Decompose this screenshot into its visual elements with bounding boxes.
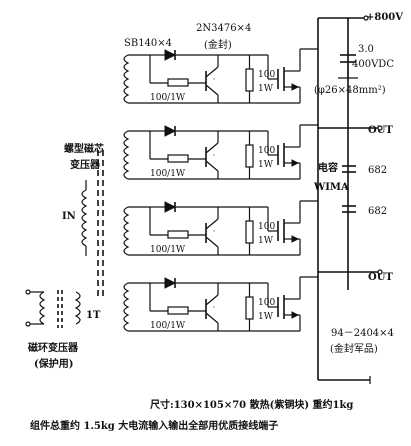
diode-label: SB140×4: [124, 38, 172, 49]
mosfet-package-label: (金封军品): [330, 342, 378, 355]
aux-transformer-secondary-coil: [74, 291, 81, 325]
stage-1-series-resistor: [167, 78, 189, 87]
aux-transformer: [25, 289, 81, 328]
vplus-terminal: [363, 15, 369, 21]
stage-4-shunt-value-label: 100: [258, 298, 275, 308]
stage-2-series-resistor-label: 100/1W: [150, 169, 186, 179]
stage-2-secondary-coil: [123, 130, 130, 180]
stage-4-secondary-coil: [123, 282, 130, 332]
stage-2-diode: [164, 125, 177, 137]
stage-3-shunt-value-label: 100: [258, 222, 275, 232]
stage-4-mosfet-arrow: [291, 311, 300, 319]
stage-1-mosfet-arrow: [291, 83, 300, 91]
footer-line: 组件总重约 1.5kg 大电流输入输出全部用优质接线端子: [30, 419, 278, 432]
stage-3-secondary-coil: [123, 206, 130, 256]
out-top-terminal: [377, 125, 383, 131]
stage-2-shunt-resistor: [245, 144, 254, 168]
main-transformer-label-line1: 螺型磁芯: [64, 142, 104, 155]
cap-682-top-label: 682: [368, 165, 387, 176]
stage-3-diode: [164, 201, 177, 213]
stage-4-series-resistor: [167, 306, 189, 315]
main-transformer-label-line2: 变压器: [70, 158, 101, 171]
cap-brand-line2: WIMA: [313, 182, 349, 193]
stage-1-shunt-power-label: 1W: [258, 84, 274, 94]
stage-2-shunt-power-label: 1W: [258, 160, 274, 170]
stage-1-shunt-value-label: 100: [258, 70, 275, 80]
stage-4-shunt-resistor: [245, 296, 254, 320]
stage-3-series-resistor-label: 100/1W: [150, 245, 186, 255]
transistor-package-label: (金封): [204, 38, 232, 51]
stage-3-series-resistor: [167, 230, 189, 239]
vplus-label: +800V: [366, 12, 403, 23]
main-cap-voltage: 400VDC: [352, 59, 394, 70]
main-cap-value: 3.0: [358, 44, 374, 55]
cap-brand-line1: 电容: [318, 161, 338, 174]
stage-1-series-resistor-label: 100/1W: [150, 93, 186, 103]
stage-2-series-resistor: [167, 154, 189, 163]
stage-4-series-resistor-label: 100/1W: [150, 321, 186, 331]
out-top-label: OUT: [368, 125, 393, 136]
stage-4-shunt-power-label: 1W: [258, 312, 274, 322]
aux-transformer-label-line1: 磁环变压器: [28, 341, 79, 354]
out-bottom-label: OUT: [368, 272, 393, 283]
stage-1-diode: [164, 49, 177, 61]
stage-2-shunt-value-label: 100: [258, 146, 275, 156]
stage-2-mosfet-arrow: [291, 159, 300, 167]
main-transformer: [81, 150, 104, 300]
main-cap-size: (φ26×48mm²): [314, 85, 386, 96]
aux-transformer-label-line2: (保护用): [34, 357, 73, 370]
size-line: 尺寸:130×105×70 散热(紫铜块) 重约1kg: [150, 398, 353, 411]
stage-3-shunt-power-label: 1W: [258, 236, 274, 246]
transistor-label: 2N3476×4: [196, 23, 251, 34]
stage-3-mosfet-arrow: [291, 235, 300, 243]
main-transformer-primary-coil: [81, 189, 88, 247]
stage-4-diode: [164, 277, 177, 289]
cap-682-bottom-label: 682: [368, 206, 387, 217]
input-label: IN: [62, 211, 76, 222]
mosfet-label: 94－2404×4: [331, 328, 394, 339]
driver-stages: 100/1W 100 1W 100/1W 100 1W 100/1W 100 1W 100/1W 1…: [123, 48, 318, 332]
stage-3-shunt-resistor: [245, 220, 254, 244]
stage-1-shunt-resistor: [245, 68, 254, 92]
out-bottom-terminal: [377, 269, 383, 275]
aux-transformer-primary-coil: [39, 291, 46, 325]
aux-ratio-label: 1T: [86, 310, 101, 321]
stage-1-secondary-coil: [123, 54, 130, 104]
